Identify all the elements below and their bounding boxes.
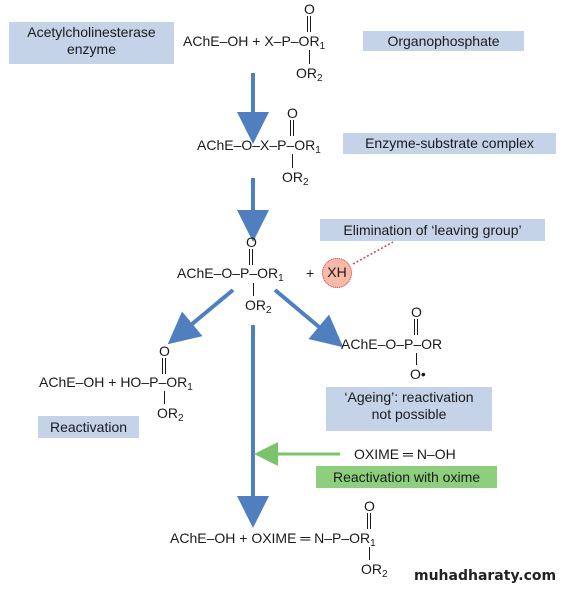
plus-sign: + <box>306 265 315 281</box>
complex-label: Enzyme-substrate complex <box>343 133 556 154</box>
final-double-bond <box>367 513 371 529</box>
reactivation-double-bond <box>162 358 166 374</box>
reaction1-formula: AChE–OH + X–P–OR1 <box>183 33 326 52</box>
complex-formula: AChE–O–X–P–OR1 <box>197 137 321 156</box>
reactivation-formula: AChE–OH + HO–P–OR1 <box>39 374 193 393</box>
organophosphate-label: Organophosphate <box>363 31 524 51</box>
elimination-label: Elimination of ‘leaving group’ <box>320 219 545 241</box>
ageing-radical-oxygen: O• <box>410 366 426 382</box>
arrow-left <box>167 288 235 345</box>
reactivation-or2: OR2 <box>157 405 184 424</box>
ageing-bond <box>416 353 417 365</box>
reactivation-oxime-label: Reactivation with oxime <box>316 466 497 488</box>
complex-double-bond <box>290 120 294 136</box>
phosphorylated-bond <box>253 283 254 296</box>
complex-or2: OR2 <box>282 169 309 188</box>
reaction1-or2: OR2 <box>296 65 323 84</box>
reactivation-label: Reactivation <box>38 416 139 438</box>
phosphorylated-or2: OR2 <box>245 297 272 316</box>
oxime-formula: OXIME ═ N–OH <box>354 446 456 462</box>
phosphorylated-double-bond <box>249 249 253 265</box>
watermark: muhadharaty.com <box>414 568 557 584</box>
complex-oxygen: O <box>287 105 298 121</box>
reaction1-bond <box>309 50 310 64</box>
reaction1-double-bond <box>307 16 311 32</box>
reactivation-bond <box>164 391 165 404</box>
ageing-oxygen: O <box>411 304 422 320</box>
phosphorylated-formula: AChE–O–P–OR1 <box>177 265 284 284</box>
leaving-group-xh: XH <box>322 258 352 288</box>
ageing-double-bond <box>414 319 418 335</box>
final-formula: AChE–OH + OXIME ═ N–P–OR1 <box>170 530 376 549</box>
final-bond <box>369 547 370 560</box>
leaving-group-pointer <box>352 241 394 265</box>
final-oxygen: O <box>364 498 375 514</box>
arrow-right <box>273 288 344 348</box>
phosphorylated-oxygen: O <box>246 234 257 250</box>
ageing-formula: AChE–O–P–OR <box>341 336 443 352</box>
final-or2: OR2 <box>361 561 388 580</box>
complex-bond <box>292 154 293 168</box>
reactivation-oxygen: O <box>159 343 170 359</box>
reaction1-oxygen: O <box>304 1 315 17</box>
